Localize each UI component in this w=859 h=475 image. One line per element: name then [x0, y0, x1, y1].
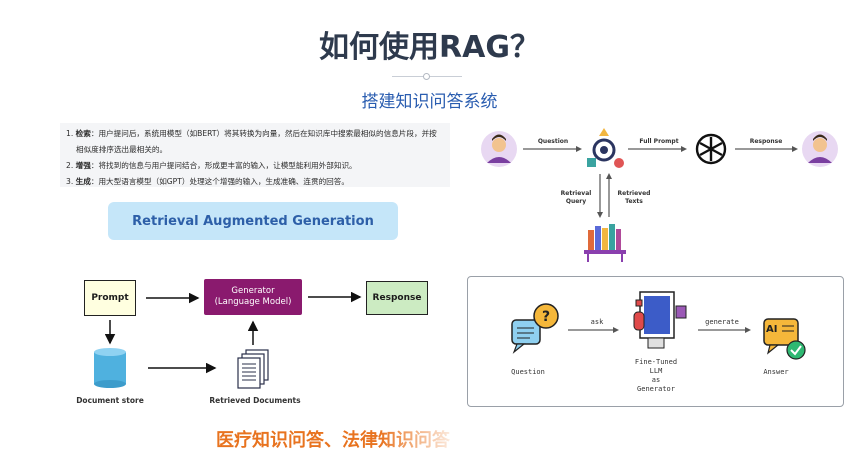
step-1-continued: 相似度排序选出最相关的。	[76, 145, 168, 154]
generator-box: Generator (Language Model)	[204, 279, 302, 315]
fine-tuned-line-1: Fine-Tuned	[634, 358, 678, 366]
question-caption: Question	[511, 368, 545, 376]
database-icon	[94, 348, 126, 388]
user-avatar-icon	[802, 131, 838, 167]
user-avatar-icon	[481, 131, 517, 167]
generator-sublabel: (Language Model)	[214, 297, 292, 307]
orchestrator-icon	[587, 128, 624, 168]
step-1-text: ：用户提问后，系统用模型（如BERT）将其转换为向量，然后在知识库中搜索最相似的…	[90, 129, 437, 138]
full-prompt-label: Full Prompt	[639, 138, 679, 145]
step-2-number: 2.	[66, 161, 74, 170]
generator-label: Generator	[231, 286, 275, 296]
response-box: Response	[366, 281, 428, 315]
fine-tuned-line-4: Generator	[637, 385, 675, 393]
question-label: Question	[537, 138, 569, 145]
fine-tuned-line-2: LLM	[649, 367, 663, 375]
ai-glyph: AI	[766, 324, 778, 335]
retrieval-query-label: Retrieval Query	[556, 190, 596, 206]
llm-logo-icon	[695, 133, 727, 165]
step-3: 3. 生成：用大型语言模型（如GPT）处理这个增强的输入，生成准确、连贯的回答。	[66, 174, 444, 190]
rag-steps-list: 1. 检索：用户提问后，系统用模型（如BERT）将其转换为向量，然后在知识库中搜…	[60, 123, 450, 187]
fine-tuned-line-3: as	[651, 376, 661, 384]
retrieval-query-line-1: Retrieval	[560, 190, 592, 197]
ask-caption: ask	[590, 318, 604, 326]
use-case-text-fade	[470, 424, 530, 454]
step-3-heading: 生成	[75, 177, 91, 186]
fine-tuned-caption: Fine-Tuned LLM as Generator	[626, 358, 686, 394]
documents-stack-icon	[237, 349, 269, 389]
step-1-number: 1.	[66, 129, 74, 138]
step-1: 1. 检索：用户提问后，系统用模型（如BERT）将其转换为向量，然后在知识库中搜…	[66, 126, 444, 142]
generate-caption: generate	[705, 318, 739, 326]
retrieved-texts-line-2: Texts	[625, 198, 643, 205]
rag-banner: Retrieval Augmented Generation	[108, 202, 398, 240]
use-case-text: 医疗知识问答、法律知识问答	[216, 426, 450, 452]
knowledge-base-icon	[584, 224, 626, 262]
step-3-text: ：用大型语言模型（如GPT）处理这个增强的输入，生成准确、连贯的回答。	[90, 177, 349, 186]
retrieval-query-line-2: Query	[565, 198, 587, 205]
page-subtitle: 搭建知识问答系统	[361, 92, 498, 112]
step-1-heading: 检索	[75, 129, 91, 138]
step-3-number: 3.	[66, 177, 74, 186]
title-divider-dot	[423, 73, 430, 80]
retrieved-texts-label: Retrieved Texts	[614, 190, 654, 206]
step-2-heading: 增强	[75, 161, 91, 170]
response-label: Response	[749, 138, 783, 145]
retrieved-texts-line-1: Retrieved	[617, 190, 651, 197]
retrieved-documents-label: Retrieved Documents	[209, 396, 301, 405]
page-title: 如何使用RAG？	[319, 30, 540, 65]
prompt-box: Prompt	[84, 280, 136, 316]
document-store-label: Document store	[76, 396, 144, 405]
step-2: 2. 增强：将找到的信息与用户提问结合，形成更丰富的输入，让模型能利用外部知识。	[66, 158, 444, 174]
step-2-text: ：将找到的信息与用户提问结合，形成更丰富的输入，让模型能利用外部知识。	[90, 161, 357, 170]
answer-caption: Answer	[763, 368, 789, 376]
